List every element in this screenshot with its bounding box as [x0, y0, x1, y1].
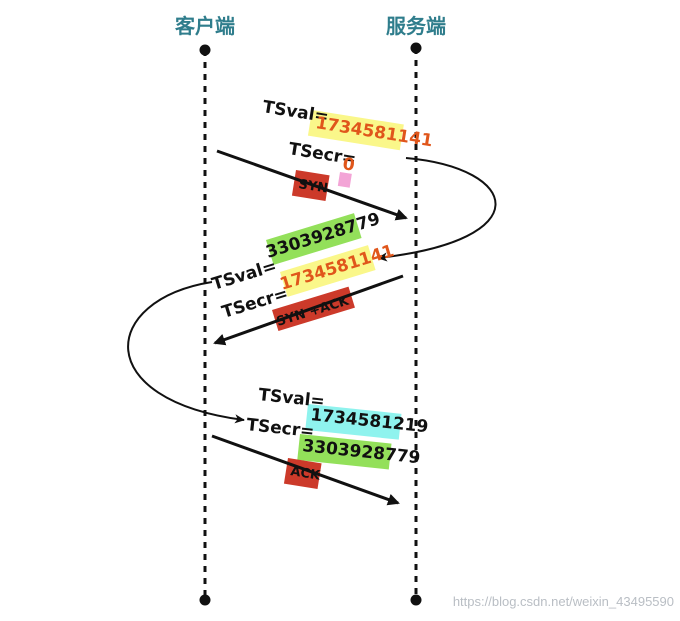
synack-tsecr-highlight: [280, 245, 376, 297]
server-label: 服务端: [386, 14, 446, 38]
ack-tag: ACK: [289, 464, 322, 484]
syn-arrow: [216, 149, 408, 221]
loop-curve-right: [377, 157, 497, 262]
client-bottom-dot: [199, 594, 211, 606]
client-top-dot: [199, 44, 211, 56]
server-bottom-dot: [410, 594, 422, 606]
server-top-dot: [410, 42, 422, 54]
syn-tsecr-highlight: [337, 171, 352, 188]
client-label: 客户端: [174, 14, 235, 38]
ack-tsecr-highlight: [297, 433, 392, 470]
step-syn-ack: TSval= 3303928779 TSecr= 1734581141 SYN …: [210, 209, 404, 346]
syn-tsval-highlight: [307, 110, 404, 151]
loop-curve-left: [127, 281, 245, 424]
ack-arrow: [211, 434, 400, 506]
ack-tsval-highlight: [305, 404, 402, 440]
synack-arrow: [213, 274, 404, 346]
step-syn: TSval= 1734581141 TSecr= 0 SYN: [216, 97, 434, 221]
step-ack: TSval= 1734581219 TSecr= 3303928779 ACK: [211, 385, 429, 506]
syn-tsecr-value: 0: [341, 154, 356, 176]
watermark-text: https://blog.csdn.net/weixin_43495590: [453, 594, 674, 609]
synack-tsval-highlight: [266, 213, 362, 265]
